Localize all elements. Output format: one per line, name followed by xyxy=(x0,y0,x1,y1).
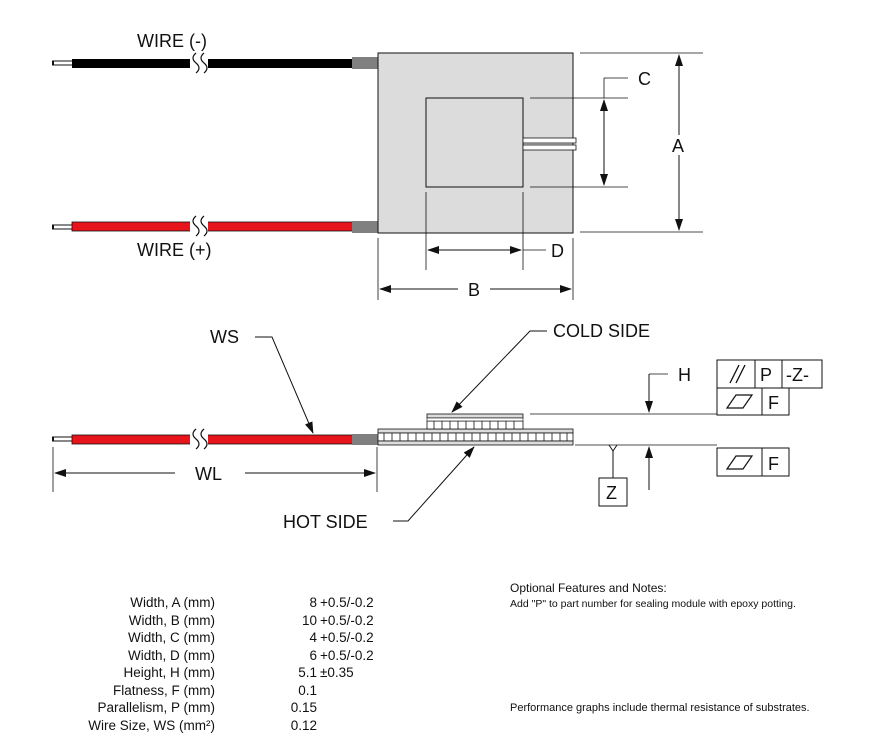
dimension-b: B xyxy=(377,238,574,300)
flatness-icon xyxy=(725,455,754,470)
spec-label: Wire Size, WS (mm²) xyxy=(88,717,215,733)
datum-z: Z xyxy=(598,444,628,507)
spec-tolerance xyxy=(317,718,320,733)
dim-c-label: C xyxy=(638,69,651,89)
wire-negative xyxy=(52,52,378,74)
spec-tolerance: +0.5/-0.2 xyxy=(320,595,374,610)
spec-value: 8 xyxy=(309,595,317,610)
side-view: WS WL COLD SIDE HOT SIDE H xyxy=(52,321,823,532)
fcf-flatness-top: F xyxy=(716,387,790,416)
cold-plate-outline xyxy=(425,97,524,188)
note-performance: Performance graphs include thermal resis… xyxy=(510,702,810,714)
hot-side-leader: HOT SIDE xyxy=(283,446,475,532)
spec-tolerance xyxy=(317,700,320,715)
ws-label: WS xyxy=(210,327,239,347)
spec-value: 0.15 xyxy=(290,700,317,715)
wl-label: WL xyxy=(195,464,222,484)
dimension-c: C xyxy=(530,69,651,188)
tab-negative xyxy=(352,57,378,69)
spec-value: 10 xyxy=(301,612,317,628)
dimension-wl: WL xyxy=(52,447,378,492)
fcf-flatness-top-value: F xyxy=(768,393,779,413)
flatness-icon xyxy=(725,394,754,409)
notes-heading: Optional Features and Notes: xyxy=(510,581,667,595)
spec-row: Width, D (mm) 6+0.5/-0.2 xyxy=(60,647,385,665)
fcf-parallelism-value: P xyxy=(760,365,772,385)
spec-value: 0.1 xyxy=(298,682,317,698)
module-stack xyxy=(377,413,574,446)
spec-label: Parallelism, P (mm) xyxy=(97,700,215,715)
cold-side-label: COLD SIDE xyxy=(553,321,650,341)
spec-tolerance: +0.5/-0.2 xyxy=(320,630,374,645)
spec-value: 4 xyxy=(309,630,317,645)
dimension-h: H xyxy=(530,365,717,490)
note-epoxy: Add "P" to part number for sealing modul… xyxy=(510,598,796,610)
spec-row: Width, A (mm) 8+0.5/-0.2 xyxy=(60,594,385,612)
spec-row: Parallelism, P (mm) 0.15 xyxy=(60,699,385,717)
spec-tolerance: +0.5/-0.2 xyxy=(320,612,374,628)
spec-row: Width, B (mm) 10+0.5/-0.2 xyxy=(60,612,385,630)
spec-value: 0.12 xyxy=(290,717,317,733)
side-wire xyxy=(71,434,356,445)
wire-positive xyxy=(52,215,378,237)
spec-label: Width, D (mm) xyxy=(128,647,215,663)
spec-label: Width, B (mm) xyxy=(128,612,215,628)
spec-tolerance xyxy=(317,683,320,698)
dim-d-label: D xyxy=(551,241,564,261)
spec-tolerance: ±0.35 xyxy=(320,665,354,680)
notes: Optional Features and Notes: Add "P" to … xyxy=(510,580,796,612)
dim-h-label: H xyxy=(678,365,691,385)
spec-value: 5.1 xyxy=(298,665,317,680)
spec-label: Height, H (mm) xyxy=(123,665,215,680)
specs-table: Width, A (mm)8+0.5/-0.2 Width, B (mm)10+… xyxy=(60,594,385,734)
spec-label: Width, A (mm) xyxy=(130,595,215,610)
wire-negative-label: WIRE (-) xyxy=(137,31,207,51)
spec-row: Height, H (mm) 5.1±0.35 xyxy=(60,664,385,682)
tab-positive xyxy=(352,221,378,233)
dim-a-label: A xyxy=(672,136,684,156)
fcf-flatness-bottom-value: F xyxy=(768,454,779,474)
spec-row: Flatness, F (mm) 0.1 xyxy=(60,682,385,700)
spec-value: 6 xyxy=(309,647,317,663)
fcf-parallelism-datum: -Z- xyxy=(786,365,809,385)
cold-side-leader: COLD SIDE xyxy=(451,321,650,413)
dimension-a: A xyxy=(580,52,703,233)
dimension-d: D xyxy=(425,192,564,270)
hot-side-label: HOT SIDE xyxy=(283,512,368,532)
ws-leader: WS xyxy=(210,327,314,434)
dim-b-label: B xyxy=(468,280,480,300)
fcf-parallelism: P -Z- xyxy=(716,359,823,389)
spec-row: Width, C (mm) 4+0.5/-0.2 xyxy=(60,629,385,647)
spec-tolerance: +0.5/-0.2 xyxy=(320,647,374,663)
spec-row: Wire Size, WS (mm²) 0.12 xyxy=(60,717,385,735)
top-view: WIRE (-) WIRE (+) A C xyxy=(52,31,703,300)
wire-positive-label: WIRE (+) xyxy=(137,240,212,260)
fcf-flatness-bottom: F xyxy=(716,447,790,477)
datum-z-label: Z xyxy=(606,483,617,503)
spec-label: Flatness, F (mm) xyxy=(112,682,215,698)
spec-label: Width, C (mm) xyxy=(128,630,215,645)
